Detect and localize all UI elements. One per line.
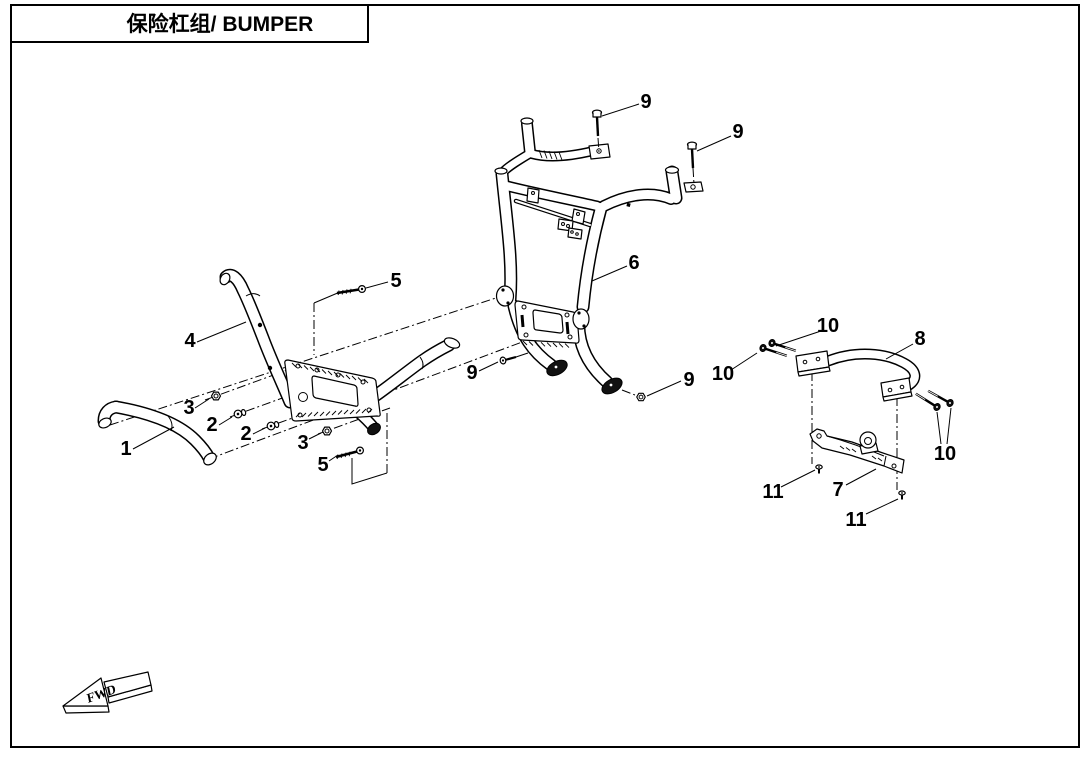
rear-frame-assembly <box>494 108 704 402</box>
frame-mount-tabs <box>588 143 704 193</box>
callout-8: 8 <box>914 328 925 350</box>
callout-6: 6 <box>628 252 639 274</box>
rack-screws-11 <box>814 464 907 501</box>
frame-bolts-9 <box>499 108 698 402</box>
part-4-tube <box>219 268 297 409</box>
frame-tubes <box>494 117 683 389</box>
callout-7: 7 <box>832 479 843 501</box>
callout-9-mid: 9 <box>466 362 477 384</box>
callout-9-bottom: 9 <box>683 369 694 391</box>
rear-rack-assembly <box>757 337 956 501</box>
callout-2-right: 2 <box>240 423 251 445</box>
drawing-border <box>10 4 1080 748</box>
nut-9 <box>621 389 646 402</box>
callout-3-right: 3 <box>297 432 308 454</box>
callout-4: 4 <box>184 330 196 352</box>
fwd-arrow-shaft <box>103 671 152 698</box>
callout-11-right: 11 <box>845 509 866 531</box>
front-bumper-mount-plate <box>284 359 381 422</box>
callout-10-right: 10 <box>934 443 956 465</box>
front-bumper-assembly <box>97 268 461 466</box>
callout-10-left: 10 <box>712 363 734 385</box>
callout-9-top-left: 9 <box>640 91 651 113</box>
bolt-9-side <box>499 352 529 365</box>
callout-2-left: 2 <box>206 414 217 436</box>
bolt-5-top <box>336 285 367 296</box>
callout-11-left: 11 <box>762 481 783 503</box>
construction-lines <box>109 291 898 490</box>
callout-10-top: 10 <box>817 315 839 337</box>
frame-small-brackets <box>526 187 586 240</box>
front-bumper-right-arm-tube <box>368 337 461 403</box>
part-1-tube <box>97 400 217 466</box>
frame-center-plate <box>514 300 580 348</box>
callout-5-top: 5 <box>390 270 401 292</box>
frame-left-boss <box>495 285 515 307</box>
fwd-arrow-depth-head <box>62 705 110 714</box>
callout-3-left: 3 <box>183 397 194 419</box>
callout-9-top-right: 9 <box>732 121 743 143</box>
part-7-bracket <box>809 428 905 474</box>
part-8-bar <box>795 348 921 402</box>
title-box <box>10 4 369 43</box>
callout-1: 1 <box>120 438 131 460</box>
frame-feet <box>546 359 623 395</box>
callouts: 9 9 6 5 4 10 8 10 9 9 3 2 2 3 1 5 10 11 … <box>120 91 956 531</box>
fwd-arrow: FWD <box>62 671 153 714</box>
callout-5-bottom: 5 <box>317 454 328 476</box>
page-title: 保险杠组/ BUMPER <box>126 12 314 36</box>
frame-right-boss <box>572 308 590 330</box>
front-bumper-fasteners <box>210 285 367 460</box>
page-border: 保险杠组/ BUMPER <box>10 4 1080 748</box>
fwd-arrow-head <box>62 677 109 707</box>
bolt-5-bottom <box>335 446 365 460</box>
